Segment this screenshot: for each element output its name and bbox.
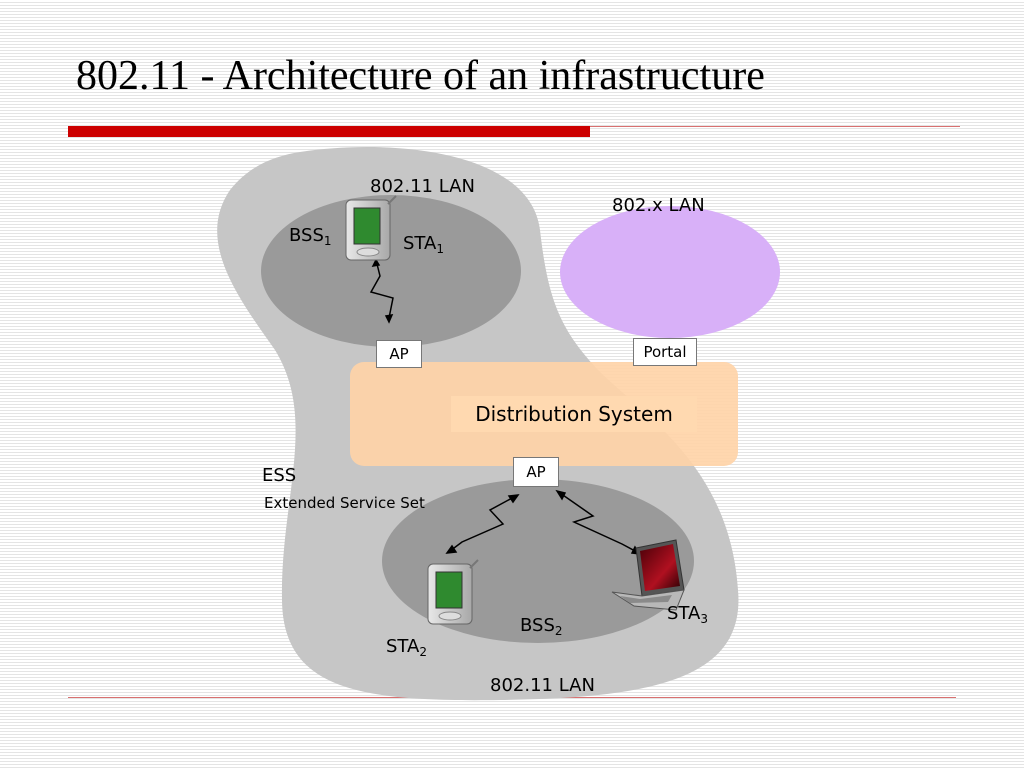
lan-bottom-label: 802.11 LAN bbox=[490, 675, 595, 696]
sta3-label: STA3 bbox=[667, 603, 708, 626]
xlan-label: 802.x LAN bbox=[612, 195, 705, 216]
distribution-system-label: Distribution System bbox=[451, 396, 697, 432]
ap-top-box: AP bbox=[376, 340, 422, 368]
lan-top-label: 802.11 LAN bbox=[370, 176, 475, 197]
ess-label: ESS bbox=[262, 465, 297, 486]
bss2-label: BSS2 bbox=[520, 615, 563, 638]
lightning-link-icon bbox=[445, 494, 520, 554]
slide-title: 802.11 - Architecture of an infrastructu… bbox=[76, 53, 765, 99]
portal-box: Portal bbox=[633, 338, 697, 366]
pda-icon bbox=[427, 559, 479, 625]
pda-icon bbox=[345, 195, 397, 261]
ess-full-label: Extended Service Set bbox=[264, 494, 425, 512]
lightning-link-icon bbox=[369, 258, 394, 324]
title-rule-red bbox=[68, 126, 590, 137]
laptop-icon bbox=[611, 539, 685, 611]
title-rule-thin bbox=[590, 126, 960, 127]
sta1-label: STA1 bbox=[403, 233, 444, 256]
ap-bottom-box: AP bbox=[513, 457, 559, 487]
bss1-region bbox=[261, 195, 521, 347]
sta2-label: STA2 bbox=[386, 636, 427, 659]
bss1-label: BSS1 bbox=[289, 225, 332, 248]
xlan-region bbox=[560, 206, 780, 338]
